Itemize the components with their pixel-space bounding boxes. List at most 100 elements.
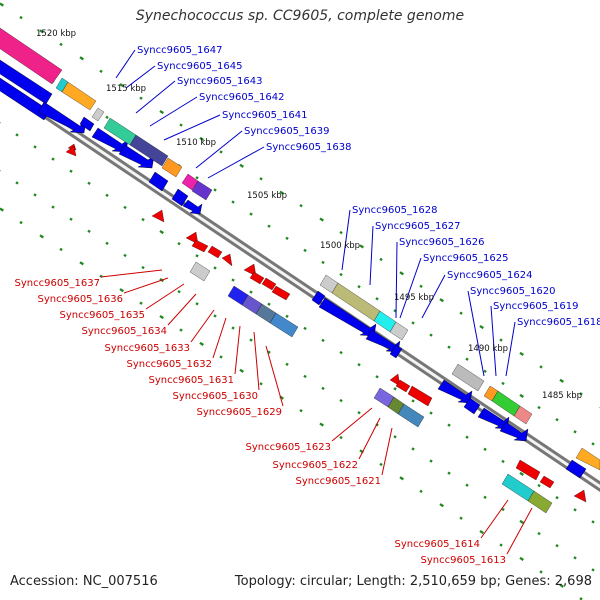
gene-arrow[interactable] — [79, 116, 95, 132]
gene-arrow[interactable] — [499, 421, 529, 442]
gene-label[interactable]: Syncc9605_1618 — [517, 317, 600, 328]
tick-mark — [357, 284, 361, 289]
gene-label[interactable]: Syncc9605_1625 — [423, 253, 509, 264]
tick-row — [0, 169, 595, 572]
gene-label[interactable]: Syncc9605_1622 — [273, 460, 359, 471]
gene-block-orange[interactable] — [161, 157, 183, 178]
gene-block-purple[interactable] — [191, 180, 213, 201]
gene-arrow[interactable] — [148, 171, 169, 192]
gene-label[interactable]: Syncc9605_1628 — [352, 205, 438, 216]
gene-label[interactable]: Syncc9605_1630 — [173, 391, 259, 402]
gene-block-navy[interactable] — [129, 134, 169, 167]
gene-arrow[interactable] — [65, 145, 77, 157]
gene-block-gray[interactable] — [189, 261, 211, 282]
gene-arrow[interactable] — [0, 77, 51, 121]
gene-arrow[interactable] — [221, 253, 233, 267]
gene-label[interactable]: Syncc9605_1623 — [246, 442, 332, 453]
gene-arrow[interactable] — [463, 397, 481, 415]
gene-label[interactable]: Syncc9605_1621 — [296, 476, 382, 487]
gene-label[interactable]: Syncc9605_1613 — [421, 555, 507, 566]
gene-arrow[interactable] — [318, 297, 377, 337]
gene-block-magenta[interactable] — [181, 173, 199, 191]
gene-block-gray[interactable] — [451, 363, 485, 392]
gene-block-cyan[interactable] — [501, 473, 535, 502]
gene-label[interactable]: Syncc9605_1647 — [137, 45, 223, 56]
gene-label[interactable]: Syncc9605_1642 — [199, 92, 285, 103]
gene-label[interactable]: Syncc9605_1629 — [197, 407, 283, 418]
tick-mark — [339, 435, 343, 440]
gene-block-pink[interactable] — [513, 405, 533, 425]
tick-mark — [501, 381, 505, 386]
gene-label[interactable]: Syncc9605_1614 — [395, 539, 481, 550]
gene-block-olive[interactable] — [527, 490, 553, 514]
tick-mark — [419, 284, 423, 289]
tick-mark — [429, 411, 433, 415]
gene-arrow[interactable] — [191, 239, 209, 253]
gene-label[interactable]: Syncc9605_1637 — [15, 278, 101, 289]
gene-arrow[interactable] — [37, 101, 87, 134]
tick-mark — [359, 244, 364, 249]
gene-block-orange[interactable] — [575, 447, 600, 471]
gene-label[interactable]: Syncc9605_1624 — [447, 270, 533, 281]
gene-label[interactable]: Syncc9605_1626 — [399, 237, 485, 248]
gene-label[interactable]: Syncc9605_1619 — [493, 301, 579, 312]
tick-mark — [141, 265, 145, 270]
tick-mark — [139, 96, 143, 100]
gene-label[interactable]: Syncc9605_1633 — [105, 343, 191, 354]
gene-arrow[interactable] — [271, 285, 291, 301]
gene-arrow[interactable] — [565, 459, 587, 479]
tick-mark — [87, 229, 91, 233]
tick-mark — [267, 224, 271, 228]
tick-mark — [105, 115, 109, 120]
gene-arrow[interactable] — [207, 245, 223, 259]
gene-arrow[interactable] — [389, 344, 403, 359]
gene-block-pink[interactable] — [0, 27, 63, 85]
gene-label[interactable]: Syncc9605_1641 — [222, 110, 308, 121]
gene-arrow[interactable] — [182, 199, 203, 215]
gene-arrow[interactable] — [91, 127, 129, 153]
gene-label[interactable]: Syncc9605_1627 — [375, 221, 461, 232]
gene-arrow[interactable] — [539, 475, 555, 489]
tick-mark — [119, 83, 124, 88]
gene-arrow[interactable] — [389, 373, 401, 387]
gene-block-steel[interactable] — [269, 312, 299, 338]
gene-block-gray[interactable] — [91, 107, 105, 122]
gene-block-gray[interactable] — [389, 321, 409, 341]
gene-arrow[interactable] — [118, 144, 155, 169]
gene-arrow[interactable] — [249, 271, 265, 285]
callout-line — [265, 345, 284, 407]
gene-arrow[interactable] — [437, 379, 473, 404]
tick-mark — [321, 338, 325, 343]
gene-arrow[interactable] — [395, 379, 411, 393]
gene-label[interactable]: Syncc9605_1632 — [127, 359, 213, 370]
gene-label[interactable]: Syncc9605_1636 — [38, 294, 124, 305]
tick-mark — [559, 583, 564, 588]
gene-arrow[interactable] — [477, 407, 510, 430]
gene-arrow[interactable] — [311, 290, 326, 306]
tick-mark — [393, 435, 397, 439]
gene-arrow[interactable] — [407, 385, 433, 407]
tick-mark — [285, 236, 289, 240]
gene-arrow[interactable] — [243, 263, 257, 277]
tick-mark — [259, 177, 263, 181]
gene-arrow[interactable] — [171, 188, 189, 207]
gene-arrow[interactable] — [261, 277, 277, 291]
gene-label[interactable]: Syncc9605_1635 — [60, 310, 146, 321]
gene-arrow[interactable] — [515, 459, 541, 481]
callout-line — [369, 225, 374, 286]
gene-label[interactable]: Syncc9605_1645 — [157, 61, 243, 72]
tick-mark — [339, 272, 343, 277]
gene-block-steel[interactable] — [397, 403, 425, 428]
gene-arrow[interactable] — [185, 231, 199, 245]
tick-mark — [411, 321, 415, 325]
gene-label[interactable]: Syncc9605_1638 — [266, 142, 352, 153]
accession-text: Accession: NC_007516 — [10, 574, 158, 589]
gene-label[interactable]: Syncc9605_1620 — [470, 286, 556, 297]
gene-label[interactable]: Syncc9605_1643 — [177, 76, 263, 87]
gene-label[interactable]: Syncc9605_1639 — [244, 126, 330, 137]
gene-arrow[interactable] — [573, 489, 587, 503]
gene-label[interactable]: Syncc9605_1634 — [82, 326, 168, 337]
gene-block-orange[interactable] — [61, 81, 97, 111]
gene-label[interactable]: Syncc9605_1631 — [149, 375, 235, 386]
gene-arrow[interactable] — [151, 209, 165, 223]
